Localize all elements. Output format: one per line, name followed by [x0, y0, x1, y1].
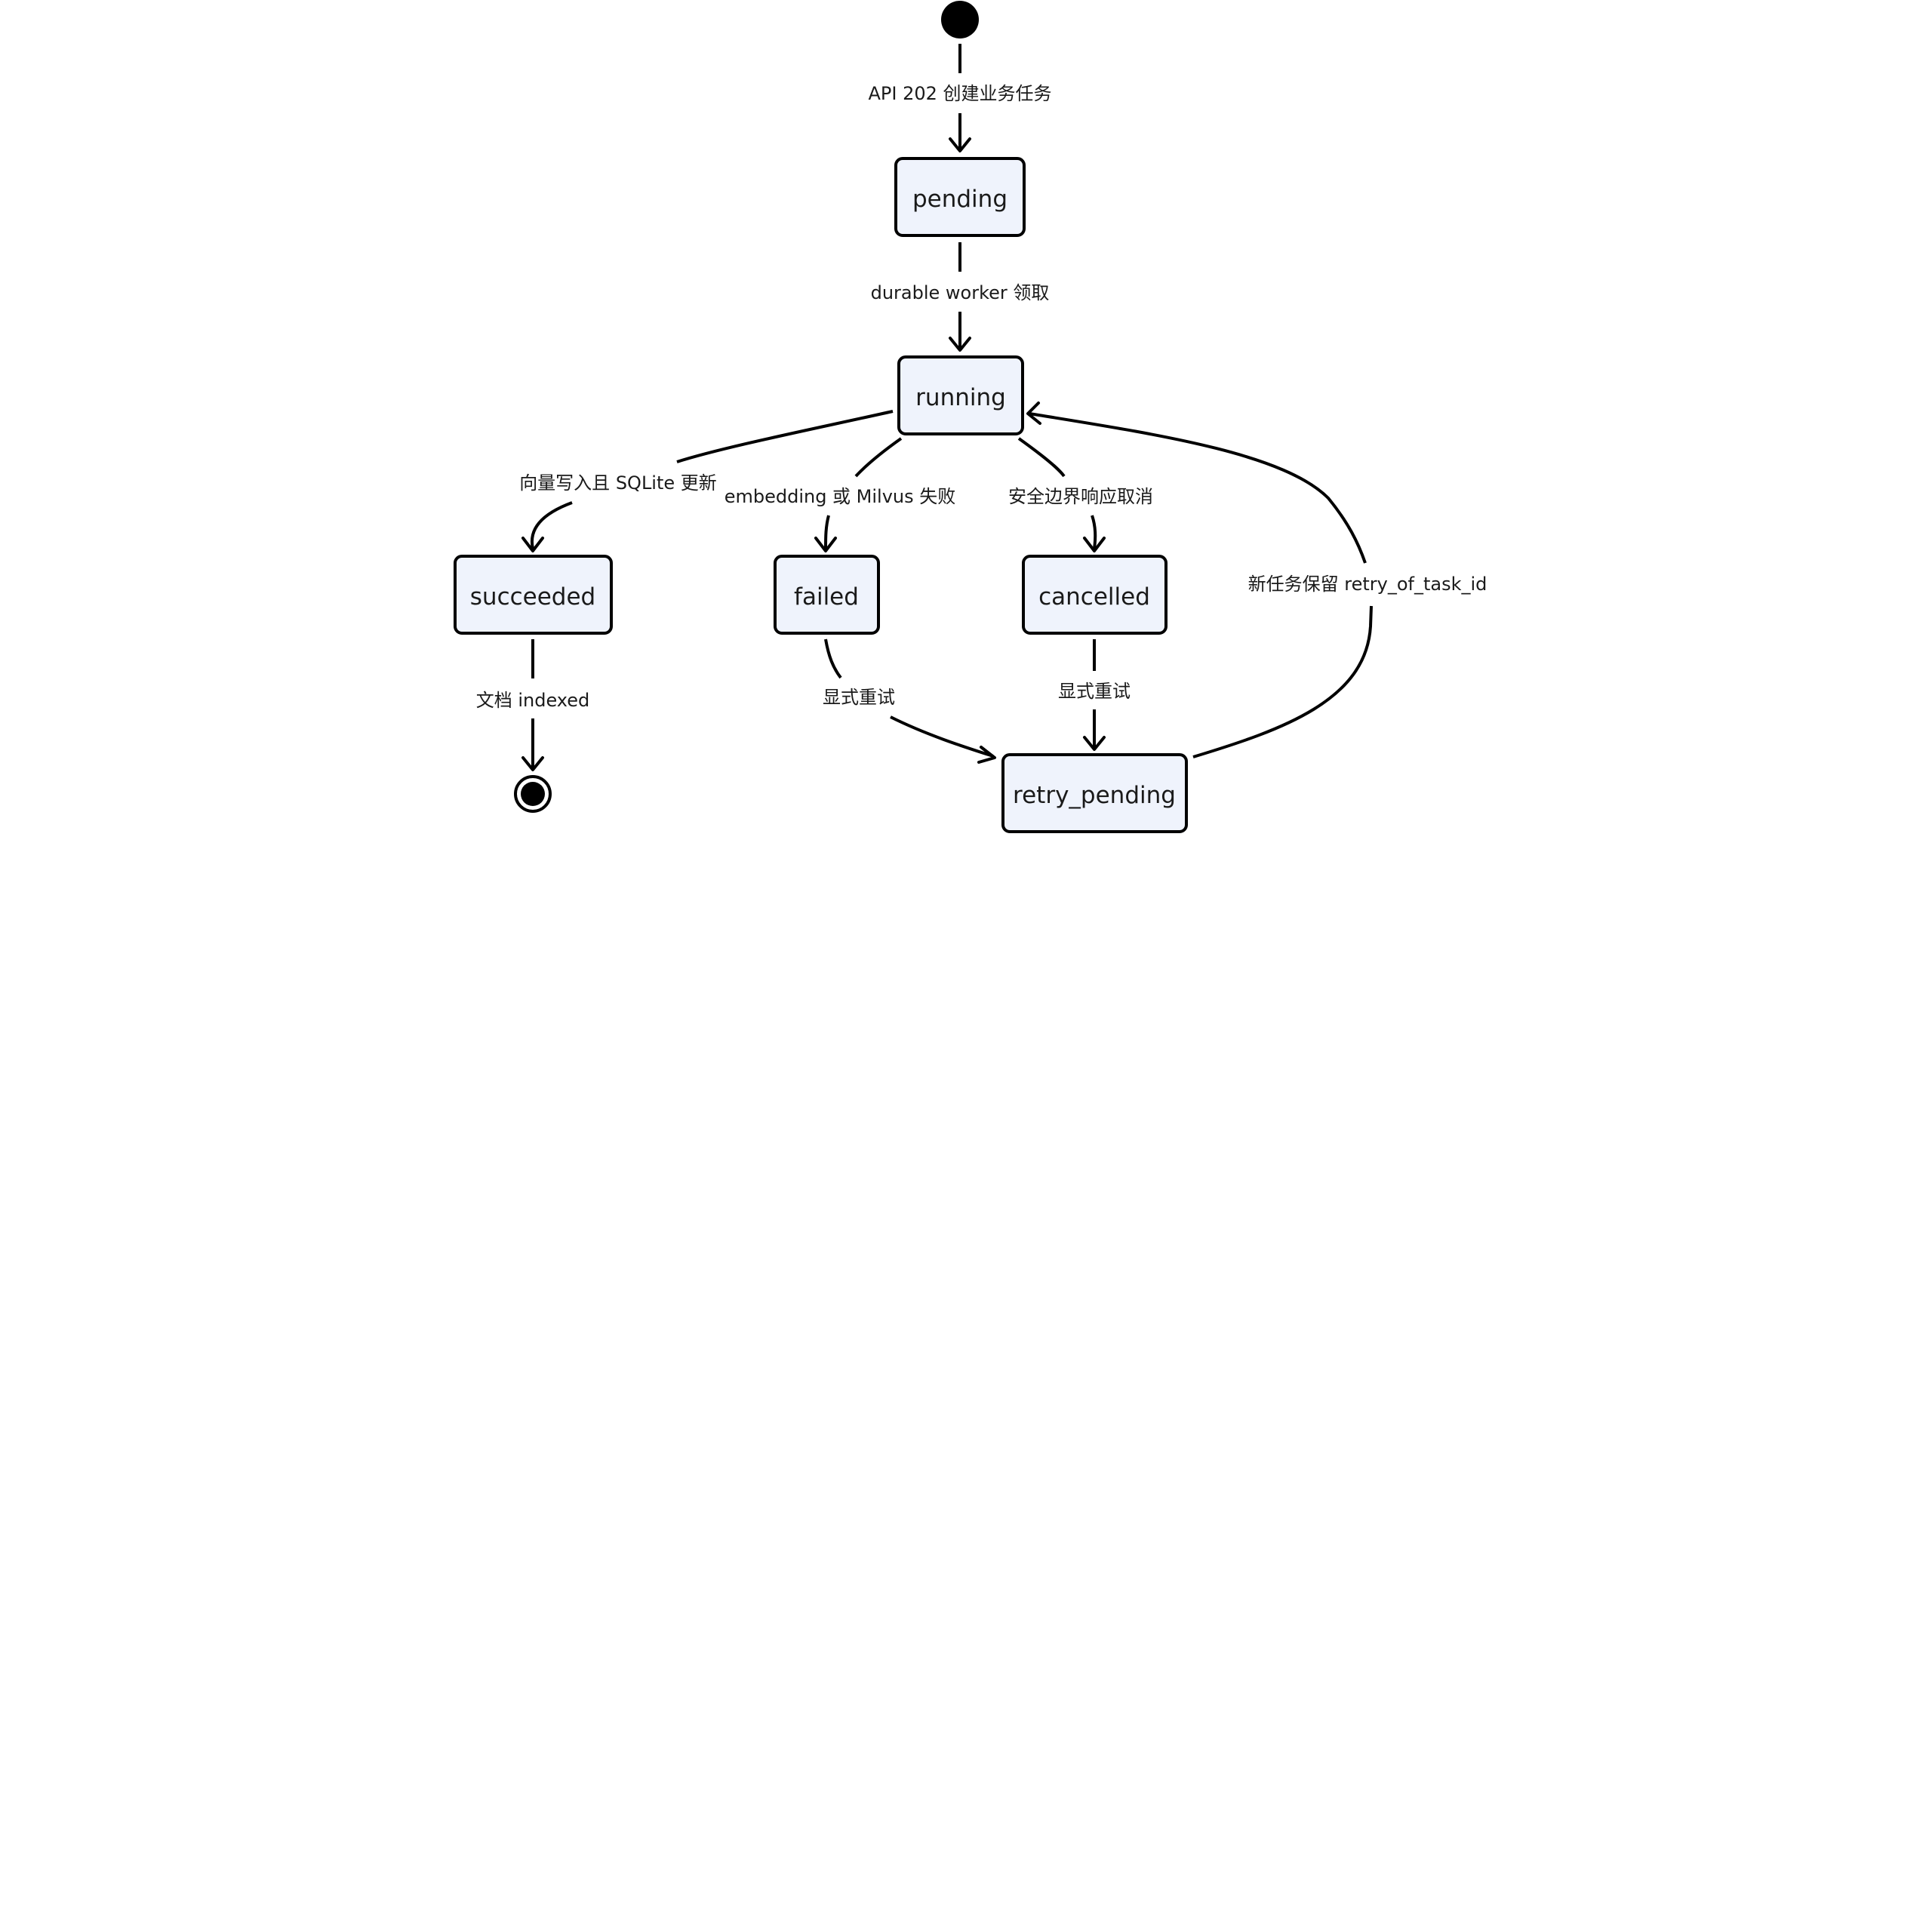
edge-label-failed-retry: 显式重试 — [823, 687, 895, 708]
edge-label-running-succeeded: 向量写入且 SQLite 更新 — [519, 472, 717, 494]
edge-start-pending — [949, 44, 971, 152]
state-label-succeeded: succeeded — [470, 583, 595, 611]
state-label-failed: failed — [794, 583, 859, 611]
state-label-pending: pending — [912, 186, 1008, 213]
state-pending: pending — [894, 157, 1026, 237]
edge-label-running-cancelled: 安全边界响应取消 — [1008, 486, 1153, 507]
start-node — [941, 1, 979, 38]
end-node — [514, 775, 552, 813]
state-label-cancelled: cancelled — [1038, 583, 1150, 611]
edge-label-succeeded-end: 文档 indexed — [476, 690, 590, 711]
edge-failed-retry — [824, 638, 996, 764]
edge-label-start-pending: API 202 创建业务任务 — [868, 83, 1051, 104]
state-label-retry-pending: retry_pending — [1013, 782, 1176, 809]
edge-retry-running — [1026, 401, 1373, 758]
state-failed: failed — [774, 555, 880, 635]
state-running: running — [897, 355, 1024, 435]
edge-running-cancelled — [1017, 437, 1106, 552]
state-succeeded: succeeded — [454, 555, 613, 635]
state-retry-pending: retry_pending — [1001, 753, 1188, 833]
edge-running-succeeded — [521, 410, 894, 552]
edge-label-cancelled-retry: 显式重试 — [1058, 681, 1131, 702]
edge-cancelled-retry — [1083, 639, 1106, 751]
edge-label-retry-running: 新任务保留 retry_of_task_id — [1248, 574, 1487, 595]
edge-succeeded-end — [521, 639, 544, 771]
state-cancelled: cancelled — [1022, 555, 1168, 635]
state-label-running: running — [915, 384, 1006, 411]
edge-label-running-failed: embedding 或 Milvus 失败 — [724, 486, 956, 507]
edge-pending-running — [949, 242, 971, 352]
edge-running-failed — [814, 437, 903, 552]
edge-label-pending-running: durable worker 领取 — [871, 282, 1050, 303]
